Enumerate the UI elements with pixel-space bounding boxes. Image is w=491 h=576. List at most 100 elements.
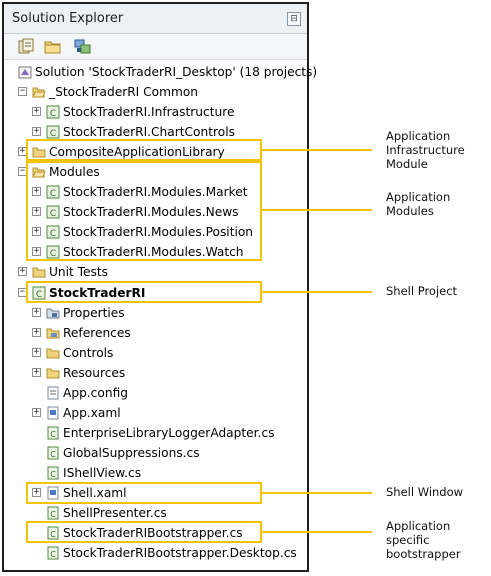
tree-label: Modules (49, 165, 100, 179)
connector-bootstrapper (262, 531, 372, 533)
callout-shell-window: Shell Window (386, 485, 463, 499)
callout-line: Shell Window (386, 485, 464, 499)
tree-row-ishell-view[interactable]: C IShellView.cs (4, 463, 307, 483)
callout-line: Modules (386, 204, 434, 218)
expand-icon[interactable]: + (32, 327, 41, 337)
collapse-icon[interactable]: − (18, 86, 27, 96)
expand-icon[interactable]: + (32, 487, 41, 497)
expand-icon[interactable]: + (32, 206, 41, 216)
panel-title-bar: Solution Explorer ⊟ (4, 4, 307, 34)
tree-row-module-news[interactable]: + C StockTraderRI.Modules.News (4, 202, 307, 222)
tree-row-shell-xaml[interactable]: + Shell.xaml (4, 483, 307, 503)
callout-line: Application (386, 129, 451, 143)
tree-row-shell-presenter[interactable]: C ShellPresenter.cs (4, 503, 307, 523)
tree-row-module-position[interactable]: + C StockTraderRI.Modules.Position (4, 222, 307, 242)
config-file-icon (47, 386, 59, 400)
tree-label: Controls (63, 346, 114, 360)
svg-text:C: C (50, 550, 56, 559)
tree-label: Resources (63, 366, 126, 380)
expand-icon[interactable]: + (32, 407, 41, 417)
svg-text:C: C (36, 290, 42, 300)
tree-label: StockTraderRI (49, 286, 146, 300)
expand-icon[interactable]: + (32, 106, 41, 116)
tree-row-unit-tests[interactable]: + Unit Tests (4, 262, 307, 282)
tree-row-logger-adapter[interactable]: C EnterpriseLibraryLoggerAdapter.cs (4, 423, 307, 443)
properties-folder-icon (46, 308, 60, 319)
folder-icon (46, 368, 60, 379)
csharp-project-icon: C (46, 245, 60, 259)
tree-row-resources[interactable]: + Resources (4, 363, 307, 383)
highlight-composite-lib (26, 139, 262, 161)
folder-icon (32, 267, 46, 278)
tree-label: StockTraderRIBootstrapper.Desktop.cs (63, 546, 297, 560)
refresh-icon[interactable] (74, 38, 92, 55)
svg-text:C: C (50, 430, 56, 439)
callout-modules: Application Modules (386, 190, 450, 218)
callout-line: bootstrapper (386, 547, 461, 561)
csharp-project-icon: C (46, 125, 60, 139)
tree-row-controls[interactable]: + Controls (4, 343, 307, 363)
tree-row-properties[interactable]: + Properties (4, 303, 307, 323)
csharp-project-icon: C (46, 205, 60, 219)
tree-label: Properties (63, 306, 125, 320)
callout-line: Shell Project (386, 284, 458, 298)
expand-icon[interactable]: + (32, 307, 41, 317)
expand-icon[interactable]: + (32, 367, 41, 377)
tree-row-app-xaml[interactable]: + App.xaml (4, 403, 307, 423)
properties-icon[interactable] (18, 38, 36, 55)
expand-icon[interactable]: + (32, 226, 41, 236)
tree-label: App.config (63, 386, 128, 400)
tree-row-modules-folder[interactable]: − Modules (4, 162, 307, 182)
callout-line: Module (386, 157, 428, 171)
tree-label: IShellView.cs (63, 466, 142, 480)
tree-row-bootstrapper[interactable]: C StockTraderRIBootstrapper.cs (4, 523, 307, 543)
tree-row-common-folder[interactable]: − _StockTraderRI Common (4, 82, 307, 102)
csharp-project-icon: C (46, 225, 60, 239)
tree-label: StockTraderRI.Modules.Watch (63, 245, 244, 259)
expand-icon[interactable]: + (32, 246, 41, 256)
tree-label: StockTraderRI.Modules.Market (63, 185, 248, 199)
tree-row-solution[interactable]: Solution 'StockTraderRI_Desktop' (18 pro… (4, 62, 317, 82)
tree-row-references[interactable]: + References (4, 323, 307, 343)
panel-title: Solution Explorer (12, 11, 124, 26)
tree-row-bootstrapper-desktop[interactable]: C StockTraderRIBootstrapper.Desktop.cs (4, 543, 307, 563)
show-all-files-icon[interactable] (44, 38, 62, 55)
folder-icon (32, 147, 46, 158)
tree-row-composite-lib[interactable]: + CompositeApplicationLibrary (4, 142, 307, 162)
expand-icon[interactable]: + (18, 266, 27, 276)
callout-line: Application (386, 190, 451, 204)
csharp-file-icon: C (47, 466, 59, 480)
callout-line: Infrastructure (386, 143, 465, 157)
tree-row-module-market[interactable]: + C StockTraderRI.Modules.Market (4, 182, 307, 202)
tree-row-module-watch[interactable]: + C StockTraderRI.Modules.Watch (4, 242, 307, 262)
tree-label: _StockTraderRI Common (49, 85, 199, 99)
tree-label: Solution 'StockTraderRI_Desktop' (18 pro… (35, 65, 318, 79)
svg-text:C: C (50, 530, 56, 539)
tree-label: StockTraderRI.Infrastructure (63, 105, 235, 119)
tree-row-app-config[interactable]: App.config (4, 383, 307, 403)
pin-icon[interactable]: ⊟ (287, 12, 301, 26)
highlight-shell-project (26, 281, 262, 303)
tree-label: CompositeApplicationLibrary (49, 145, 225, 159)
tree-row-infrastructure[interactable]: + C StockTraderRI.Infrastructure (4, 102, 307, 122)
tree-row-chart-controls[interactable]: + C StockTraderRI.ChartControls (4, 122, 307, 142)
tree-row-global-suppressions[interactable]: C GlobalSuppressions.cs (4, 443, 307, 463)
tree-row-shell-project[interactable]: − C StockTraderRI (4, 283, 307, 303)
highlight-shell-xaml (26, 482, 262, 504)
svg-text:C: C (50, 249, 56, 259)
toolbar (4, 34, 307, 60)
csharp-project-icon: C (32, 286, 46, 300)
expand-icon[interactable]: + (32, 186, 41, 196)
tree-label: StockTraderRI.ChartControls (63, 125, 235, 139)
csharp-project-icon: C (46, 185, 60, 199)
expand-icon[interactable]: + (32, 126, 41, 136)
highlight-modules (26, 161, 262, 261)
connector-infrastructure (262, 149, 372, 151)
callout-line: Application specific (386, 519, 451, 547)
folder-icon (46, 348, 60, 359)
xaml-file-icon (47, 486, 59, 500)
csharp-project-icon: C (46, 105, 60, 119)
svg-text:C: C (50, 209, 56, 219)
expand-icon[interactable]: + (32, 347, 41, 357)
tree-label: EnterpriseLibraryLoggerAdapter.cs (63, 426, 275, 440)
